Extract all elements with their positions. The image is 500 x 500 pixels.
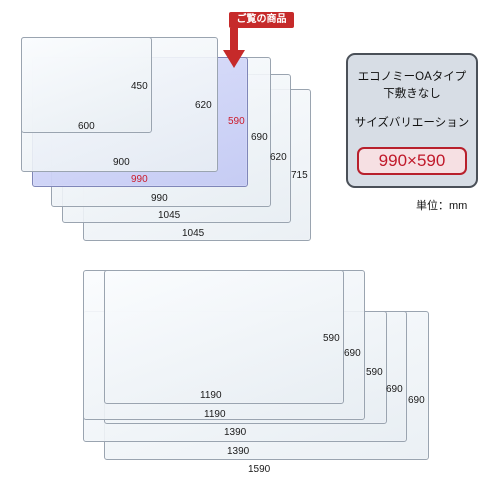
dim-label-1045-a: 1045 bbox=[158, 210, 181, 221]
dim-label-690-c: 690 bbox=[386, 384, 403, 395]
dim-label-620-a: 620 bbox=[195, 100, 212, 111]
down-arrow-icon bbox=[223, 28, 245, 68]
product-subtitle: 下敷きなし bbox=[383, 88, 441, 100]
dim-label-1390-b: 1390 bbox=[227, 446, 250, 457]
dim-label-1590: 1590 bbox=[248, 464, 271, 475]
size-variation-heading: サイズバリエーション bbox=[354, 117, 470, 129]
current-product-tag: ご覧の商品 bbox=[229, 12, 294, 28]
dim-label-620-b: 620 bbox=[270, 152, 287, 163]
product-name: エコノミーOAタイプ bbox=[357, 71, 467, 83]
size-info-panel: エコノミーOAタイプ 下敷きなし サイズバリエーション 990×590 bbox=[346, 53, 478, 188]
dim-label-590-c: 590 bbox=[366, 367, 383, 378]
dim-label-1390-a: 1390 bbox=[224, 427, 247, 438]
dim-label-690-d: 690 bbox=[408, 395, 425, 406]
dim-label-1190-a: 1190 bbox=[200, 390, 222, 401]
sheet-1190x590 bbox=[104, 270, 344, 404]
dim-label-1045-b: 1045 bbox=[182, 228, 205, 239]
dim-label-900: 900 bbox=[113, 157, 130, 168]
sheet-600x450 bbox=[21, 37, 152, 133]
dim-label-990-current: 990 bbox=[131, 174, 148, 185]
dim-label-690-a: 690 bbox=[251, 132, 268, 143]
dim-label-590-current: 590 bbox=[228, 116, 245, 127]
dim-label-1190-b: 1190 bbox=[204, 409, 226, 420]
dim-label-715: 715 bbox=[291, 170, 308, 181]
dim-label-450: 450 bbox=[131, 81, 148, 92]
dim-label-600: 600 bbox=[78, 121, 95, 132]
dim-label-990: 990 bbox=[151, 193, 168, 204]
unit-label: 単位：mm bbox=[416, 200, 468, 212]
dim-label-690-b: 690 bbox=[344, 348, 361, 359]
dim-label-590-b: 590 bbox=[323, 333, 340, 344]
selected-size-badge: 990×590 bbox=[357, 147, 467, 175]
